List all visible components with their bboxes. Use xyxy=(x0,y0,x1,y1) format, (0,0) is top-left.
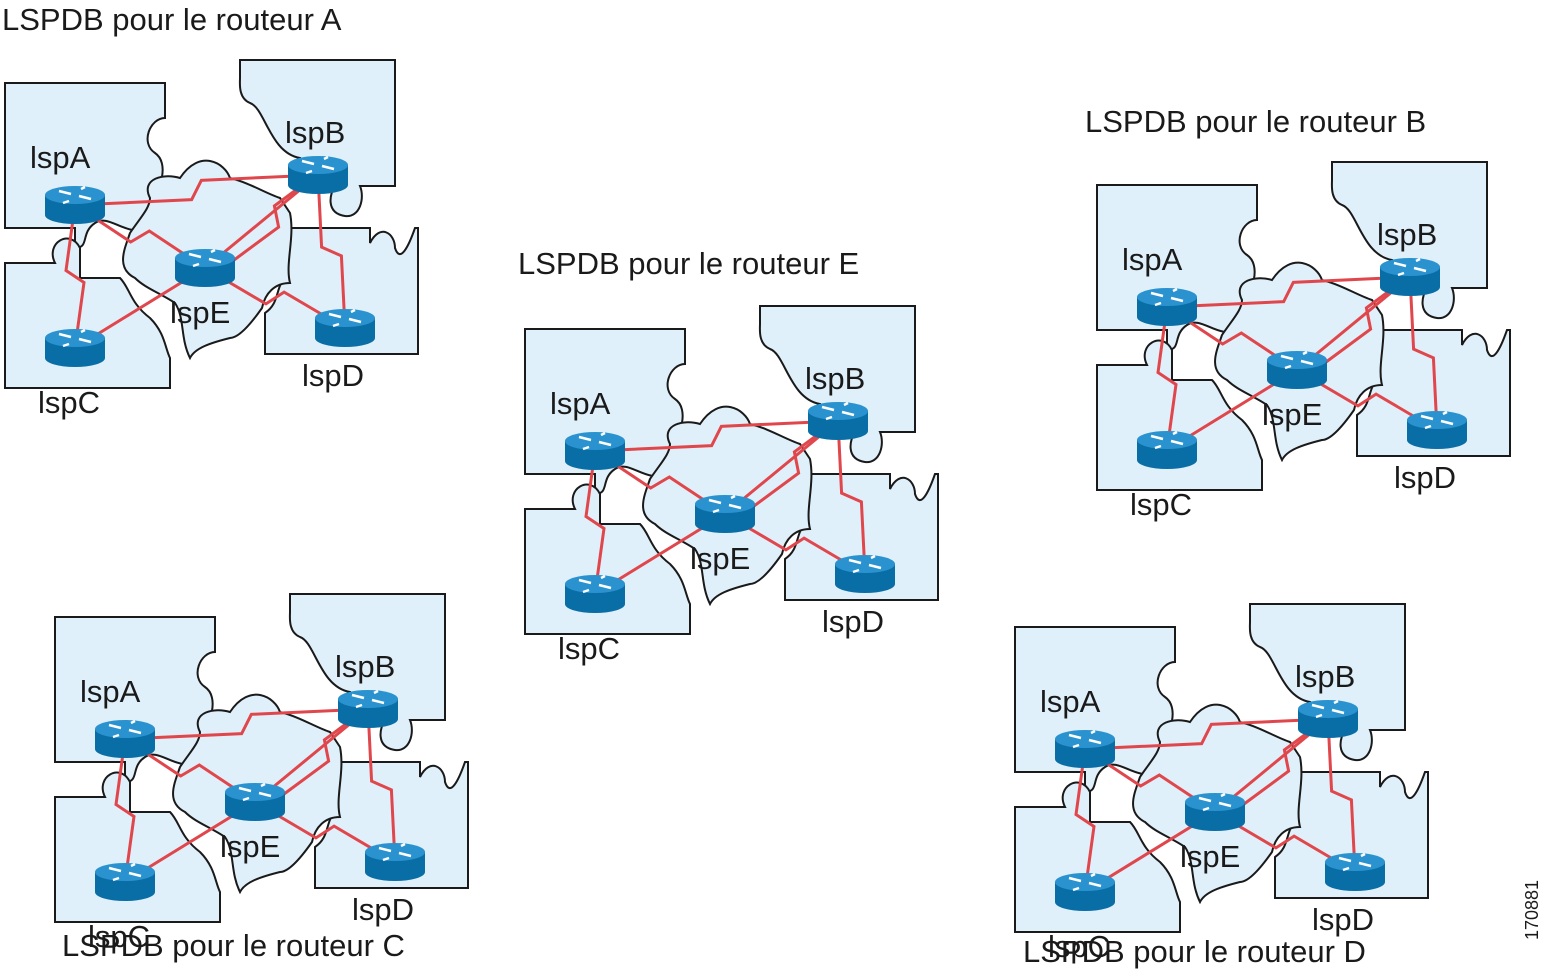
link-lspD-lspE xyxy=(1296,368,1438,432)
link-lspB-lspD xyxy=(366,708,397,863)
link-lspA-lspE xyxy=(74,203,206,270)
lspA-label: lspA xyxy=(1122,242,1183,277)
lspC-label: lspC xyxy=(88,919,150,954)
lspD-router-icon xyxy=(835,554,895,593)
link-lspD-lspE xyxy=(254,800,396,864)
link-lspA-lspE xyxy=(1084,747,1216,814)
link-lspB-lspD xyxy=(1408,276,1439,431)
lspC-label: lspC xyxy=(1130,487,1192,522)
lspC-router-icon xyxy=(45,328,105,367)
lspD-label: lspD xyxy=(822,604,884,639)
puzzle-pieces xyxy=(1096,161,1511,491)
lspD-router-icon xyxy=(365,842,425,881)
lspE-router-icon xyxy=(695,494,755,533)
lspD-label: lspD xyxy=(352,892,414,927)
link-lspA-lspB xyxy=(1084,717,1329,751)
link-lspA-lspB xyxy=(594,419,839,453)
lspE-router-icon xyxy=(1267,350,1327,389)
lspC-label: lspC xyxy=(558,631,620,666)
lspC-router-icon xyxy=(95,862,155,901)
lspdb-panel-b: lspA lspB lspC lspD lspE xyxy=(1096,161,1511,522)
lspD-router-icon xyxy=(1407,410,1467,449)
lspdb-panel-c: lspA lspB lspC lspD lspE xyxy=(54,593,469,954)
link-lspA-lspC xyxy=(1156,306,1178,451)
lspB-label: lspB xyxy=(805,361,865,396)
lspE-router-icon xyxy=(225,782,285,821)
link-lspA-lspC xyxy=(584,450,606,595)
lspD-router-icon xyxy=(1325,852,1385,891)
lspA-label: lspA xyxy=(1040,684,1101,719)
lspA-router-icon xyxy=(95,719,155,758)
lspdb-panel-e: lspA lspB lspC lspD lspE xyxy=(524,305,939,666)
lspB-label: lspB xyxy=(1295,659,1355,694)
lspC-label: lspC xyxy=(38,385,100,420)
lspA-router-icon xyxy=(565,431,625,470)
lspB-router-icon xyxy=(1380,257,1440,296)
lspB-router-icon xyxy=(808,401,868,440)
figure-id: 170881 xyxy=(1522,879,1542,940)
lspC-router-icon xyxy=(1055,872,1115,911)
link-lspA-lspC xyxy=(64,204,86,349)
title-router-b: LSPDB pour le routeur B xyxy=(1085,104,1427,139)
lspE-label: lspE xyxy=(690,541,750,576)
lspB-label: lspB xyxy=(335,649,395,684)
lspB-label: lspB xyxy=(1377,217,1437,252)
lspD-router-icon xyxy=(315,308,375,347)
lspB-label: lspB xyxy=(285,115,345,150)
lspD-label: lspD xyxy=(1312,902,1374,937)
link-lspA-lspC xyxy=(114,738,136,883)
lspA-label: lspA xyxy=(550,386,611,421)
lspA-router-icon xyxy=(45,185,105,224)
link-lspA-lspB xyxy=(1166,275,1411,309)
link-lspA-lspE xyxy=(124,737,256,804)
lspA-label: lspA xyxy=(80,674,141,709)
link-lspD-lspE xyxy=(1214,810,1356,874)
lspA-label: lspA xyxy=(30,140,91,175)
link-lspA-lspC xyxy=(1074,748,1096,893)
lspD-label: lspD xyxy=(302,358,364,393)
lspB-router-icon xyxy=(288,155,348,194)
link-lspA-lspB xyxy=(124,707,369,741)
lspA-router-icon xyxy=(1055,729,1115,768)
lspE-label: lspE xyxy=(220,829,280,864)
lspdb-panel-d: lspA lspB lspC lspD lspE xyxy=(1014,603,1429,964)
lspC-router-icon xyxy=(1137,430,1197,469)
lspA-router-icon xyxy=(1137,287,1197,326)
lspdb-panel-a: lspA lspB lspC lspD lspE xyxy=(4,59,419,420)
lspC-label: lspC xyxy=(1048,929,1110,964)
lspE-router-icon xyxy=(175,248,235,287)
lspE-label: lspE xyxy=(1180,839,1240,874)
title-router-d: LSPDB pour le routeur D xyxy=(1023,934,1366,969)
title-router-e: LSPDB pour le routeur E xyxy=(518,246,860,281)
link-lspB-lspD xyxy=(1326,718,1357,873)
link-lspA-lspE xyxy=(594,449,726,516)
lspB-router-icon xyxy=(1298,699,1358,738)
lspE-router-icon xyxy=(1185,792,1245,831)
link-lspA-lspB xyxy=(74,173,319,207)
title-router-c: LSPDB pour le routeur C xyxy=(62,928,405,963)
lspE-label: lspE xyxy=(170,295,230,330)
link-lspD-lspE xyxy=(724,512,866,576)
link-lspB-lspD xyxy=(836,420,867,575)
lspE-label: lspE xyxy=(1262,397,1322,432)
link-lspD-lspE xyxy=(204,266,346,330)
lspB-router-icon xyxy=(338,689,398,728)
title-router-a: LSPDB pour le routeur A xyxy=(2,2,342,37)
lspD-label: lspD xyxy=(1394,460,1456,495)
link-lspB-lspD xyxy=(316,174,347,329)
link-lspA-lspE xyxy=(1166,305,1298,372)
lspC-router-icon xyxy=(565,574,625,613)
